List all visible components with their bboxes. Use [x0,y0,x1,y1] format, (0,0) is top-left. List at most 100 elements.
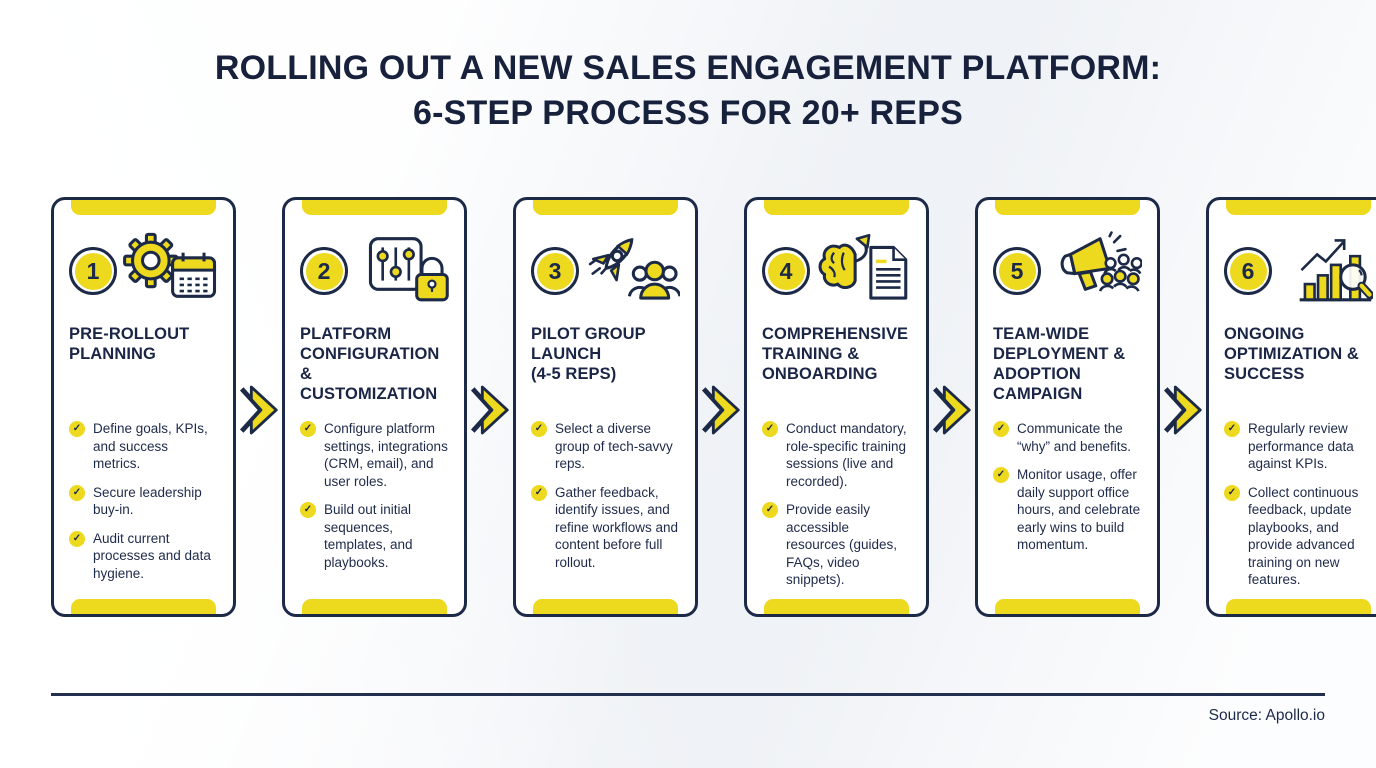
chevron-arrow-icon [236,381,282,439]
step-card: 1 PRE-ROLLOUT PLANNING ✓ Define goals, K… [51,197,236,617]
check-icon: ✓ [300,421,316,437]
bullet-text: Audit current processes and data hygiene… [93,530,211,581]
bullet-text: Build out initial sequences, templates, … [324,502,413,570]
bullet-text: Secure leadership buy-in. [93,484,202,518]
check-icon: ✓ [762,502,778,518]
check-icon: ✓ [69,530,85,547]
card-bottom-bar [302,599,447,614]
footer-divider [51,693,1325,696]
step-number-badge: 2 [300,247,348,295]
page-title-line1: ROLLING OUT A NEW SALES ENGAGEMENT PLATF… [214,49,1162,87]
bullet-text: Provide easily accessible resources (gui… [786,502,898,587]
step-icon [353,231,449,311]
bullet-item: ✓ Regularly review performance data agai… [1224,420,1373,473]
step-bullets: ✓ Conduct mandatory, role-specific train… [762,420,911,589]
steps-row: 1 PRE-ROLLOUT PLANNING ✓ Define goals, K… [51,197,1376,617]
card-top-bar [764,200,909,215]
bullet-text: Define goals, KPIs, and success metrics. [93,421,208,471]
check-icon: ✓ [993,467,1009,483]
card-top-bar [71,200,216,215]
step-bullets: ✓ Define goals, KPIs, and success metric… [69,420,218,582]
page-title-line2: 6-STEP PROCESS FOR 20+ REPS [413,94,963,132]
step-number: 5 [998,252,1036,290]
step-connector [698,197,744,617]
page-title: ROLLING OUT A NEW SALES ENGAGEMENT PLATF… [0,46,1376,136]
step-title: PLATFORM CONFIGURATION & CUSTOMIZATION [300,325,440,403]
card-bottom-bar [1226,599,1371,614]
step-title: TEAM-WIDE DEPLOYMENT & ADOPTION CAMPAIGN [993,325,1126,403]
bullet-text: Monitor usage, offer daily support offic… [1017,467,1141,552]
bullet-item: ✓ Gather feedback, identify issues, and … [531,484,680,572]
chevron-arrow-icon [467,381,513,439]
step-number-badge: 4 [762,247,810,295]
step-number: 4 [767,252,805,290]
bullet-text: Communicate the “why” and benefits. [1017,421,1132,454]
check-icon: ✓ [531,421,547,437]
step-bullets: ✓ Select a diverse group of tech-savvy r… [531,420,680,571]
step-icon [584,231,680,311]
step-icon [815,231,911,311]
bullet-item: ✓ Conduct mandatory, role-specific train… [762,420,911,490]
step-icon-row: 2 [300,230,449,312]
check-icon: ✓ [69,421,85,437]
step-icon [122,231,218,311]
step-title: PRE-ROLLOUT PLANNING [69,325,190,363]
step-connector [467,197,513,617]
chevron-arrow-icon [929,381,975,439]
card-top-bar [302,200,447,215]
step-title: COMPREHENSIVE TRAINING & ONBOARDING [762,325,909,383]
card-top-bar [533,200,678,215]
card-top-bar [995,200,1140,215]
step-number: 1 [74,252,112,290]
bullet-item: ✓ Select a diverse group of tech-savvy r… [531,420,680,473]
step-number-badge: 6 [1224,247,1272,295]
step-icon-row: 5 [993,230,1142,312]
step-icon [1046,231,1142,311]
bullet-text: Regularly review performance data agains… [1248,421,1354,471]
check-icon: ✓ [762,421,778,437]
step-number: 6 [1229,252,1267,290]
check-icon: ✓ [1224,484,1240,501]
card-top-bar [1226,200,1371,215]
bullet-text: Configure platform settings, integration… [324,421,448,489]
check-icon: ✓ [1224,421,1240,437]
chevron-arrow-icon [698,381,744,439]
step-icon-row: 3 [531,230,680,312]
card-bottom-bar [995,599,1140,614]
step-bullets: ✓ Regularly review performance data agai… [1224,420,1373,589]
bullet-item: ✓ Configure platform settings, integrati… [300,420,449,490]
step-connector [929,197,975,617]
step-card: 5 TEAM-WIDE DEPLOYMENT & ADOPTION CAMPAI… [975,197,1160,617]
step-number-badge: 5 [993,247,1041,295]
step-icon-row: 4 [762,230,911,312]
step-number-badge: 3 [531,247,579,295]
step-title: PILOT GROUP LAUNCH (4-5 REPS) [531,325,646,383]
check-icon: ✓ [300,502,316,518]
bullet-item: ✓ Audit current processes and data hygie… [69,530,218,583]
step-card: 2 PLATFORM CONFIGURATION & CUSTOMIZATION… [282,197,467,617]
check-icon: ✓ [531,484,547,501]
step-icon [1277,231,1373,311]
bullet-text: Select a diverse group of tech-savvy rep… [555,421,673,471]
step-card: 3 PILOT GROUP LAUNCH (4-5 REPS) ✓ Select… [513,197,698,617]
bullet-item: ✓ Build out initial sequences, templates… [300,501,449,571]
bullet-item: ✓ Collect continuous feedback, update pl… [1224,484,1373,589]
bullet-text: Conduct mandatory, role-specific trainin… [786,421,907,489]
step-number: 2 [305,252,343,290]
step-icon-row: 1 [69,230,218,312]
bullet-item: ✓ Secure leadership buy-in. [69,484,218,519]
bullet-item: ✓ Provide easily accessible resources (g… [762,501,911,589]
check-icon: ✓ [993,421,1009,437]
card-bottom-bar [71,599,216,614]
step-bullets: ✓ Configure platform settings, integrati… [300,420,449,571]
card-bottom-bar [764,599,909,614]
step-number: 3 [536,252,574,290]
bullet-item: ✓ Monitor usage, offer daily support off… [993,466,1142,554]
step-card: 6 ONGOING OPTIMIZATION & SUCCESS ✓ Regul… [1206,197,1376,617]
bullet-item: ✓ Define goals, KPIs, and success metric… [69,420,218,473]
step-title: ONGOING OPTIMIZATION & SUCCESS [1224,325,1359,383]
step-connector [236,197,282,617]
step-bullets: ✓ Communicate the “why” and benefits. ✓ … [993,420,1142,554]
bullet-text: Gather feedback, identify issues, and re… [555,484,679,570]
